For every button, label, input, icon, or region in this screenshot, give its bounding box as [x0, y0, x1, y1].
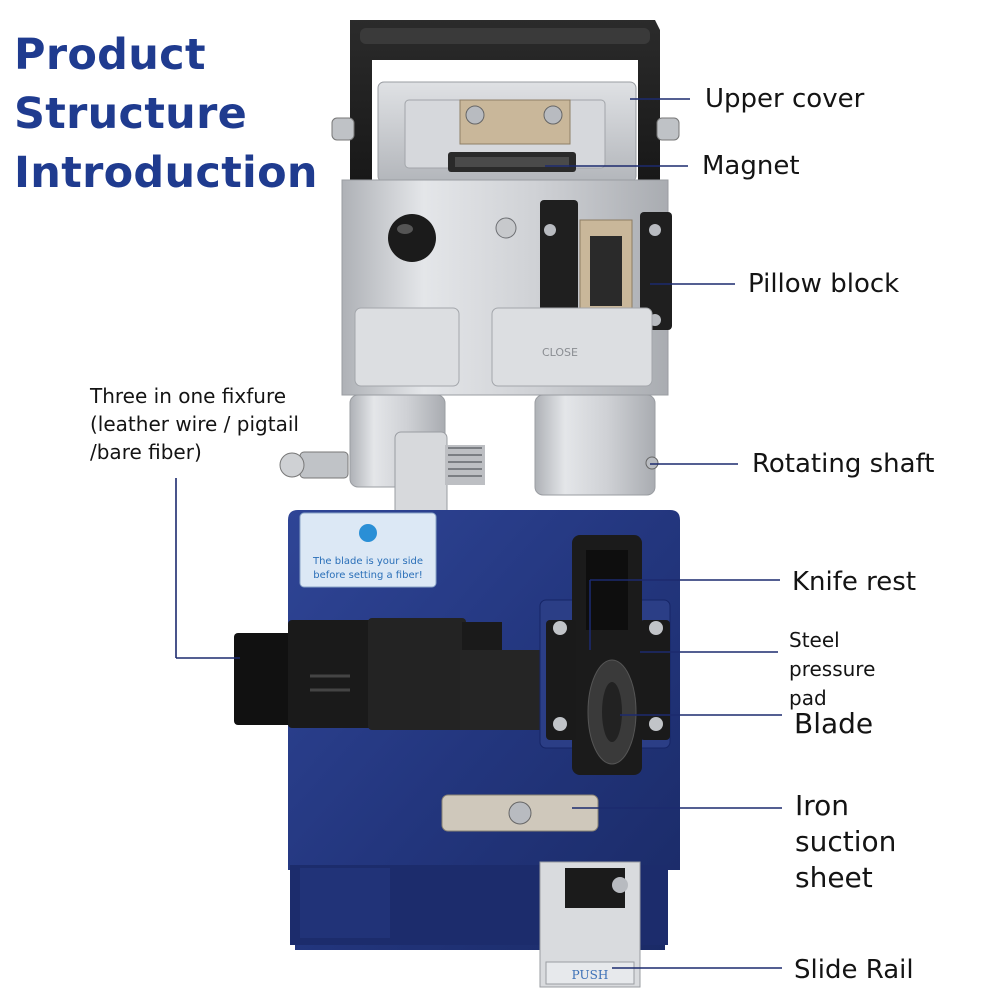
close-embossed-text: CLOSE — [542, 346, 578, 359]
warning-text-line-1: The blade is your side — [312, 556, 423, 567]
page-title: Product Structure Introduction — [14, 26, 318, 203]
label-iron-suction-sheet: Iron suction sheet — [795, 788, 896, 896]
label-slide-rail: Slide Rail — [794, 955, 914, 985]
label-knife-rest: Knife rest — [792, 567, 917, 597]
label-magnet: Magnet — [702, 151, 800, 181]
label-iron-suction-line: Iron — [795, 789, 850, 822]
label-rotating-shaft: Rotating shaft — [752, 449, 935, 479]
label-pressure-pad-line: Steel — [789, 628, 840, 652]
title-line: Product — [14, 30, 206, 80]
label-steel-pressure-pad: Steel pressure pad — [789, 626, 875, 713]
label-iron-suction-line: suction — [795, 825, 897, 858]
label-iron-suction-line: sheet — [795, 861, 873, 894]
label-pillow-block: Pillow block — [748, 269, 900, 299]
label-pressure-pad-line: pressure — [789, 657, 876, 681]
upper-assembly — [279, 20, 680, 523]
label-pressure-pad-line: pad — [789, 686, 827, 710]
label-blade: Blade — [794, 707, 874, 740]
device-printed-text: The blade is your side before setting a … — [312, 346, 608, 982]
push-text: PUSH — [572, 968, 609, 982]
warning-text-line-2: before setting a fiber! — [313, 570, 422, 581]
label-upper-cover: Upper cover — [705, 84, 865, 114]
label-fixture-line: /bare fiber) — [90, 440, 202, 464]
title-line: Structure — [14, 89, 248, 139]
label-fixture-line: (leather wire / pigtail — [90, 412, 299, 436]
title-line: Introduction — [14, 148, 318, 198]
label-fixture: Three in one fixfure (leather wire / pig… — [90, 382, 299, 466]
blue-base — [234, 510, 680, 988]
label-fixture-line: Three in one fixfure — [90, 384, 287, 408]
leader-lines — [175, 98, 782, 969]
